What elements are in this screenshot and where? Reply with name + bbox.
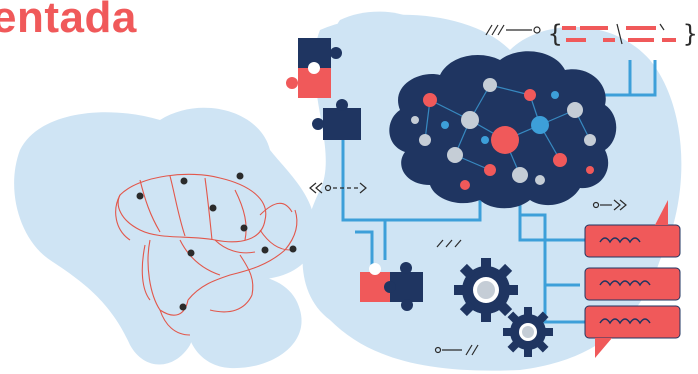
svg-text:{: { (548, 20, 562, 48)
background-blob (334, 11, 432, 71)
puzzle-piece-icon (360, 262, 423, 311)
speech-bubble-icon (584, 305, 681, 358)
speech-bubble-icon (584, 267, 681, 301)
code-block-icon: { } (548, 20, 697, 48)
puzzle-piece-icon (286, 38, 342, 98)
svg-text:}: } (683, 20, 697, 48)
speech-bubble-icon (584, 200, 681, 258)
puzzle-piece-icon (312, 99, 361, 140)
hand-with-vr-headset-icon (115, 173, 298, 336)
brain-network-icon (389, 51, 617, 209)
decorative-marks (309, 24, 627, 356)
background-blob (186, 274, 302, 369)
headline-word: entada (0, 0, 137, 42)
tracking-points (136, 172, 297, 311)
gear-icon (503, 307, 553, 357)
gear-icon (454, 258, 518, 322)
